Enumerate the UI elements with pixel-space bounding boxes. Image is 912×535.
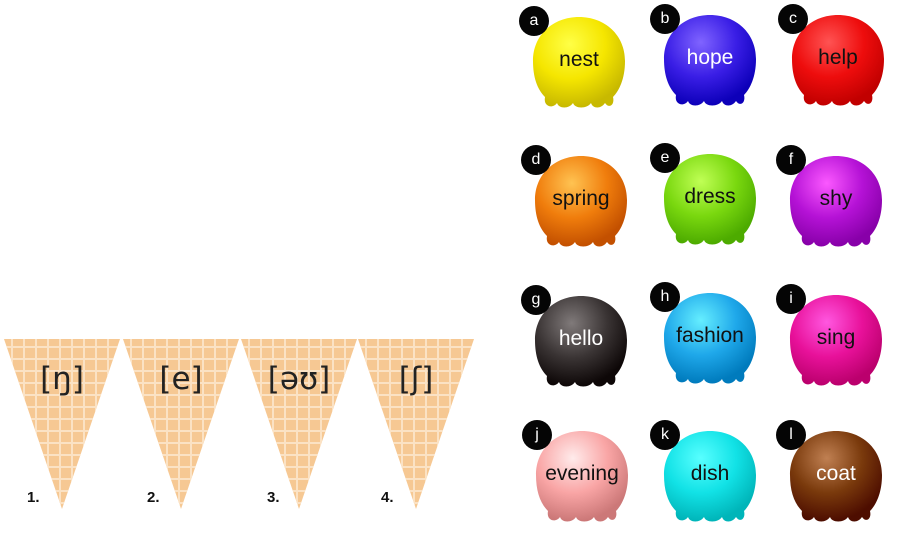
cone-number: 2. xyxy=(147,489,160,506)
option-letter-badge: h xyxy=(650,282,680,312)
option-letter-badge: b xyxy=(650,4,680,34)
phonetic-symbol: [ʃ] xyxy=(398,361,434,397)
scoop-c[interactable]: c help xyxy=(778,4,888,111)
scoop-h[interactable]: h fashion xyxy=(650,282,760,389)
phonetic-symbol: [e] xyxy=(159,361,203,397)
phonetic-symbol: [ŋ] xyxy=(40,361,84,397)
ice-cream-scoop-icon xyxy=(664,293,756,384)
word-label: evening xyxy=(545,462,619,485)
cone-4[interactable]: [ʃ] 4. xyxy=(358,337,474,512)
ice-cream-scoop-icon xyxy=(664,154,756,245)
word-label: dress xyxy=(684,185,736,208)
option-letter-badge: k xyxy=(650,420,680,450)
phonetic-symbol: [əʊ] xyxy=(267,361,331,397)
scoop-l[interactable]: l coat xyxy=(776,420,886,527)
ice-cream-scoop-icon xyxy=(664,431,756,522)
ice-cream-scoop-icon xyxy=(664,15,756,106)
scoop-a[interactable]: a nest xyxy=(519,6,629,113)
scoop-k[interactable]: k dish xyxy=(650,420,760,527)
word-label: help xyxy=(818,46,858,69)
word-label: coat xyxy=(816,462,856,485)
option-letter-badge: d xyxy=(521,145,551,175)
word-label: sing xyxy=(816,326,856,349)
waffle-cone-icon xyxy=(358,339,474,509)
option-letter-badge: c xyxy=(778,4,808,34)
word-label: hello xyxy=(558,327,604,350)
scoop-f[interactable]: f shy xyxy=(776,145,886,252)
option-letter-badge: e xyxy=(650,143,680,173)
word-label: fashion xyxy=(676,324,744,347)
cone-number: 1. xyxy=(27,489,40,506)
option-letter-badge: l xyxy=(776,420,806,450)
word-label: hope xyxy=(686,46,734,69)
scoop-i[interactable]: i sing xyxy=(776,284,886,391)
option-letter-badge: j xyxy=(522,420,552,450)
word-label: nest xyxy=(559,48,599,71)
option-letter-badge: f xyxy=(776,145,806,175)
option-letter-badge: g xyxy=(521,285,551,315)
ice-cream-scoop-icon xyxy=(790,156,882,247)
ice-cream-scoop-icon xyxy=(792,15,884,106)
scoop-g[interactable]: g hello xyxy=(521,285,631,392)
word-label: dish xyxy=(690,462,730,485)
scoop-j[interactable]: j evening xyxy=(522,420,632,527)
ice-cream-scoop-icon xyxy=(535,296,627,387)
ice-cream-scoop-icon xyxy=(790,295,882,386)
ice-cream-scoop-icon xyxy=(536,431,628,522)
ice-cream-scoop-icon xyxy=(535,156,627,247)
option-letter-badge: i xyxy=(776,284,806,314)
cone-1[interactable]: [ŋ] 1. xyxy=(4,337,120,512)
scoop-d[interactable]: d spring xyxy=(521,145,631,252)
ice-cream-scoop-icon xyxy=(533,17,625,108)
cone-3[interactable]: [əʊ] 3. xyxy=(241,337,357,512)
word-label: shy xyxy=(819,187,853,210)
cone-2[interactable]: [e] 2. xyxy=(123,337,239,512)
waffle-cone-icon xyxy=(241,339,357,509)
cone-number: 3. xyxy=(267,489,280,506)
scoop-e[interactable]: e dress xyxy=(650,143,760,250)
cone-number: 4. xyxy=(381,489,394,506)
ice-cream-scoop-icon xyxy=(790,431,882,522)
waffle-cone-icon xyxy=(4,339,120,509)
option-letter-badge: a xyxy=(519,6,549,36)
word-label: spring xyxy=(552,187,610,210)
waffle-cone-icon xyxy=(123,339,239,509)
scoop-b[interactable]: b hope xyxy=(650,4,760,111)
